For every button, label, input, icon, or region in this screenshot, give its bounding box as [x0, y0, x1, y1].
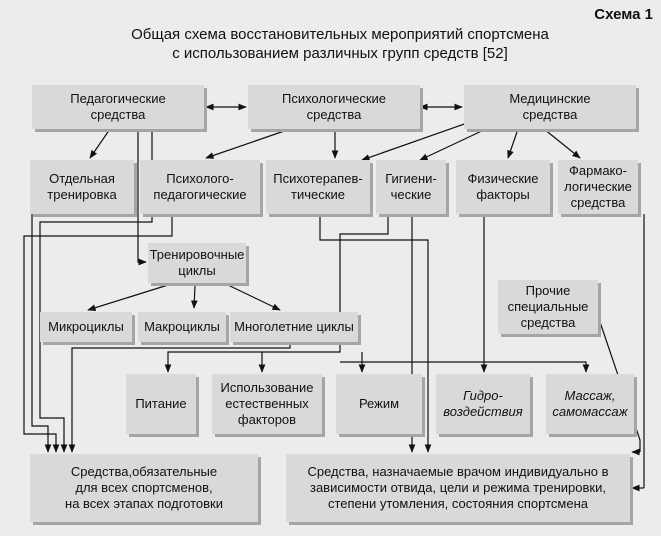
arrow-cycles-micro: [87, 284, 169, 311]
arrow-ped-sep: [89, 128, 111, 159]
box-natural-factors: Использование естественных факторов: [212, 374, 322, 434]
box-doctor-prescribed: Средства, назначаемые врачом индивидуаль…: [286, 454, 630, 522]
box-psychological-label: Психологические средства: [281, 91, 387, 122]
box-macrocycles: Макроциклы: [138, 312, 226, 342]
box-pharmacological: Фармако- логические средства: [558, 160, 638, 214]
arrow-cycles-multi: [227, 284, 281, 311]
line-multi-mandatory: [68, 342, 291, 453]
title-line-1: Общая схема восстановительных мероприяти…: [131, 26, 549, 43]
box-psycho-pedagogical-label: Психолого- педагогические: [153, 171, 247, 202]
box-massage: Массаж, самомассаж: [546, 374, 634, 434]
line-hyg-bus: [164, 214, 389, 373]
line-sep-mandatory: [31, 214, 52, 453]
box-nutrition: Питание: [126, 374, 196, 434]
arrow-med-phys: [507, 128, 519, 159]
box-hygienic: Гигиени- ческие: [376, 160, 446, 214]
box-nutrition-label: Питание: [135, 396, 187, 411]
box-macrocycles-label: Макроциклы: [144, 319, 220, 334]
box-mandatory-means-label: Средства,обязательные для всех спортсмен…: [65, 464, 223, 511]
line-pt-doctor: [319, 214, 432, 453]
box-medical-label: Медицинские средства: [509, 91, 591, 122]
line-pp-mandatory: [23, 214, 173, 453]
arrow-med-pt: [361, 121, 471, 161]
box-psychotherapeutic-label: Психотерапев- тические: [273, 171, 363, 202]
box-microcycles-label: Микроциклы: [48, 319, 124, 334]
scheme-label: Схема 1: [594, 6, 653, 23]
box-long-term-cycles-label: Многолетние циклы: [234, 319, 354, 334]
box-microcycles: Микроциклы: [40, 312, 132, 342]
box-mandatory-means: Средства,обязательные для всех спортсмен…: [30, 454, 258, 522]
arrow-med-pharm: [543, 128, 581, 159]
line-bus-massage: [340, 361, 590, 373]
arrow-ped-cycles: [137, 129, 147, 266]
arrow-med-hyg: [419, 128, 487, 161]
box-psychological: Психологические средства: [248, 85, 420, 129]
title-line-2: с использованием различных групп средств…: [172, 45, 508, 62]
box-doctor-prescribed-label: Средства, назначаемые врачом индивидуаль…: [307, 464, 609, 511]
diagram-title: Общая схема восстановительных мероприяти…: [60, 25, 620, 63]
box-medical: Медицинские средства: [464, 85, 636, 129]
box-natural-factors-label: Использование естественных факторов: [220, 380, 314, 427]
box-psycho-pedagogical: Психолого- педагогические: [140, 160, 260, 214]
arrow-psych-pp: [205, 128, 291, 159]
box-psychotherapeutic: Психотерапев- тические: [266, 160, 370, 214]
box-regime-label: Режим: [358, 396, 400, 411]
box-pedagogical-label: Педагогические средства: [70, 91, 166, 122]
box-hydro-label: Гидро- воздействия: [443, 388, 523, 419]
box-pharmacological-label: Фармако- логические средства: [564, 163, 632, 210]
box-pedagogical: Педагогические средства: [32, 85, 204, 129]
box-other-special: Прочие специальные средства: [498, 280, 598, 334]
box-training-cycles-label: Тренировочные циклы: [149, 247, 245, 278]
arrow-cycles-macro: [190, 284, 198, 309]
box-long-term-cycles: Многолетние циклы: [230, 312, 358, 342]
box-training-cycles: Тренировочные циклы: [148, 243, 246, 283]
line-other-doctor: [599, 321, 641, 452]
box-separate-training: Отдельная тренировка: [30, 160, 134, 214]
line-micro-mandatory: [39, 342, 68, 453]
box-hydro: Гидро- воздействия: [436, 374, 530, 434]
box-regime: Режим: [336, 374, 422, 434]
box-hygienic-label: Гигиени- ческие: [385, 171, 437, 202]
box-other-special-label: Прочие специальные средства: [507, 283, 589, 330]
box-physical-factors: Физические факторы: [456, 160, 550, 214]
box-massage-label: Массаж, самомассаж: [552, 388, 628, 419]
box-separate-training-label: Отдельная тренировка: [47, 171, 117, 202]
box-physical-factors-label: Физические факторы: [467, 171, 539, 202]
